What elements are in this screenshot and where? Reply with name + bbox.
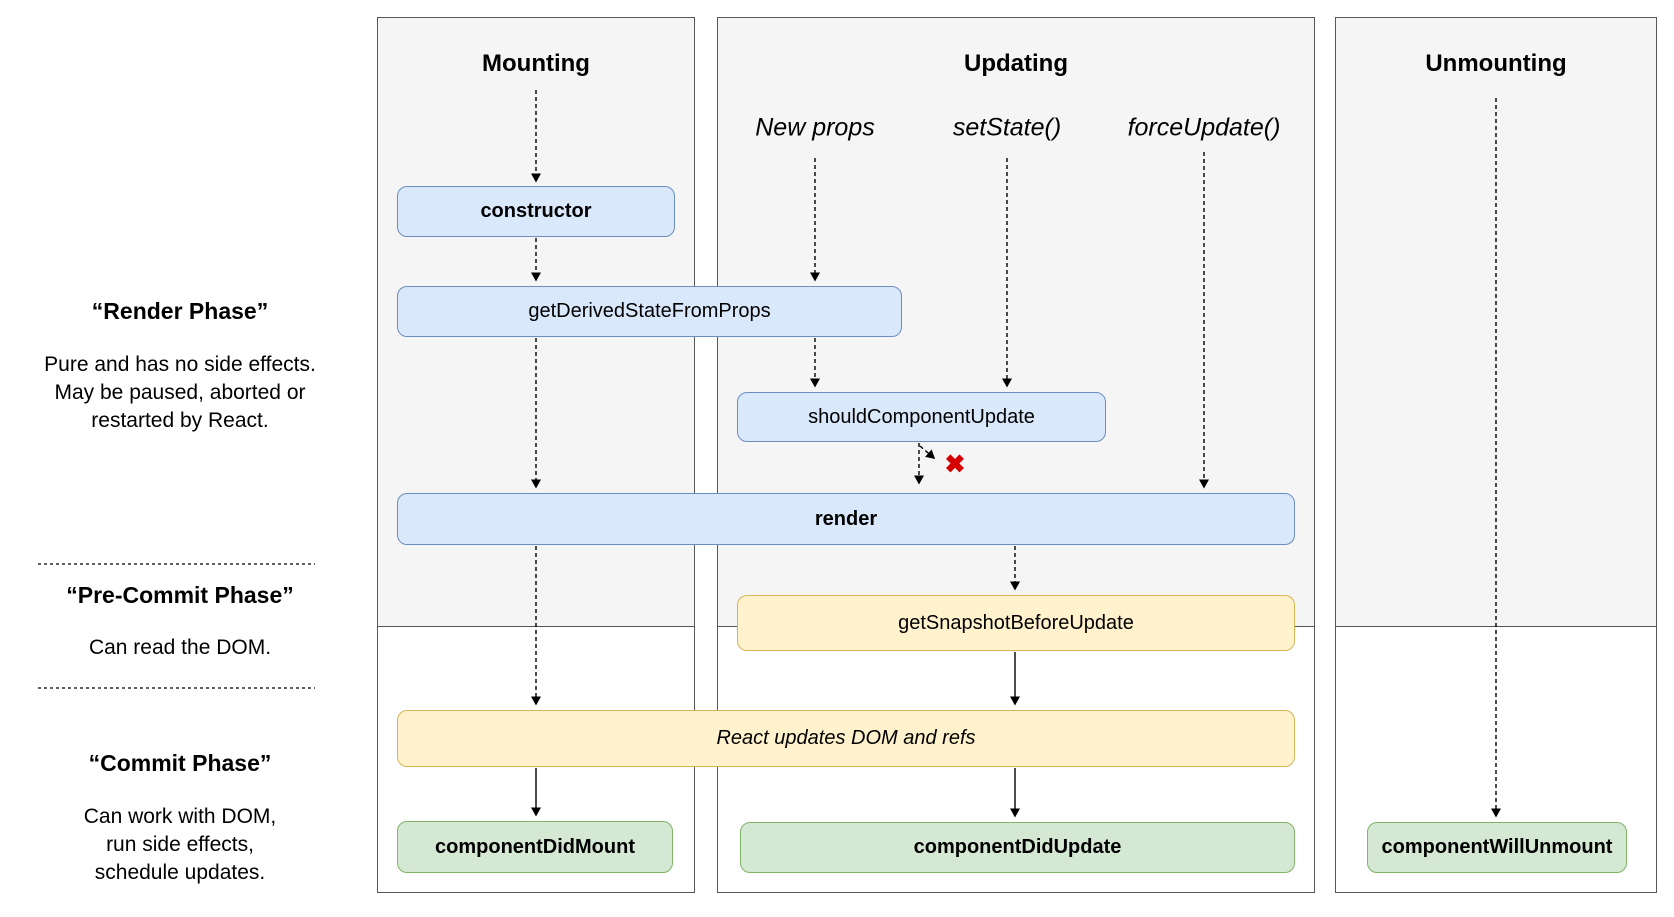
component-will-unmount-box: componentWillUnmount <box>1367 822 1627 873</box>
trigger-set-state: setState() <box>952 113 1062 142</box>
render-phase-title: “Render Phase” <box>91 298 269 324</box>
commit-phase-title: “Commit Phase” <box>88 750 272 776</box>
get-derived-state-from-props-box: getDerivedStateFromProps <box>397 286 902 337</box>
unmounting-header: Unmounting <box>1425 50 1567 77</box>
component-did-update-box: componentDidUpdate <box>740 822 1295 873</box>
render-phase-line: May be paused, aborted or <box>54 381 306 404</box>
commit-phase-line: Can work with DOM, <box>83 805 277 828</box>
pre-commit-phase-line: Can read the DOM. <box>88 636 272 659</box>
mounting-header: Mounting <box>482 50 590 77</box>
render-phase-section: “Render Phase” Pure and has no side effe… <box>18 298 342 435</box>
react-updates-dom-box: React updates DOM and refs <box>397 710 1295 767</box>
updating-header: Updating <box>964 50 1068 77</box>
pre-commit-phase-title: “Pre-Commit Phase” <box>66 582 294 608</box>
render-box: render <box>397 493 1295 545</box>
skip-render-x-icon: ✖ <box>944 450 966 479</box>
unmounting-column: Unmounting <box>1335 17 1657 893</box>
pre-commit-phase-section: “Pre-Commit Phase” Can read the DOM. <box>18 582 342 662</box>
render-phase-line: Pure and has no side effects. <box>44 353 316 376</box>
trigger-new-props: New props <box>755 113 875 142</box>
component-did-mount-box: componentDidMount <box>397 821 673 873</box>
commit-phase-line: run side effects, <box>106 833 254 856</box>
should-component-update-box: shouldComponentUpdate <box>737 392 1106 442</box>
constructor-box: constructor <box>397 186 675 237</box>
commit-phase-section: “Commit Phase” Can work with DOM, run si… <box>18 750 342 887</box>
commit-phase-line: schedule updates. <box>94 861 266 884</box>
unmounting-render-phase-region <box>1335 17 1657 627</box>
render-phase-line: restarted by React. <box>91 409 269 432</box>
trigger-force-update: forceUpdate() <box>1127 113 1281 142</box>
get-snapshot-before-update-box: getSnapshotBeforeUpdate <box>737 595 1295 651</box>
